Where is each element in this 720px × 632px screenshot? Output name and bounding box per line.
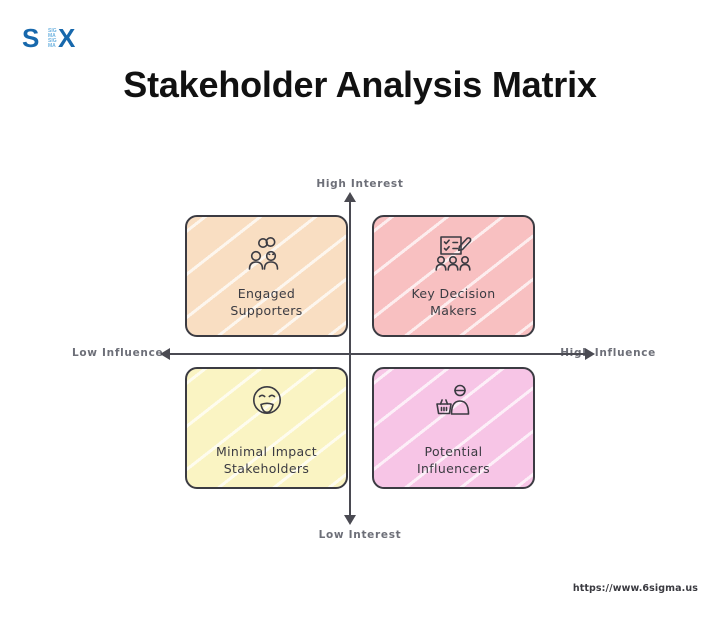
quadrant-key-decision-makers[interactable]: Key Decision Makers (372, 215, 535, 337)
quadrant-label-line1: Minimal Impact (215, 444, 318, 459)
checklist-pen-people-icon (432, 233, 476, 275)
arrow-right-icon (585, 348, 595, 360)
svg-text:SIG: SIG (48, 38, 57, 44)
quadrant-potential-influencers[interactable]: Potential Influencers (372, 367, 535, 489)
svg-text:SIG: SIG (48, 28, 57, 34)
svg-text:MA: MA (48, 33, 56, 39)
shopping-basket-person-icon (433, 381, 475, 423)
axis-label-low-influence: Low Influence (72, 347, 164, 359)
sleeping-face-icon (247, 381, 287, 423)
quadrant-label: Minimal Impact Stakeholders (210, 443, 323, 477)
axis-label-high-influence: High Influence (560, 347, 656, 359)
quadrant-label-line2: Stakeholders (223, 461, 310, 476)
quadrant-label-line1: Key Decision (411, 286, 496, 301)
arrow-left-icon (160, 348, 170, 360)
arrow-up-icon (344, 192, 356, 202)
page-title: Stakeholder Analysis Matrix (123, 64, 597, 105)
quadrant-engaged-supporters[interactable]: Engaged Supporters (185, 215, 348, 337)
quadrant-label-line1: Engaged (237, 286, 296, 301)
footer-url[interactable]: https://www.6sigma.us (572, 583, 698, 594)
quadrant-label-line1: Potential (424, 444, 483, 459)
six-sigma-logo[interactable]: S X SIG MA SIG MA (22, 22, 86, 54)
quadrant-label-line2: Influencers (416, 461, 491, 476)
quadrant-minimal-impact-stakeholders[interactable]: Minimal Impact Stakeholders (185, 367, 348, 489)
logo-letter-x: X (58, 23, 76, 53)
quadrant-label-line2: Makers (430, 303, 477, 318)
quadrant-label: Engaged Supporters (224, 285, 308, 319)
vertical-axis-line (349, 200, 351, 517)
horizontal-axis-line (170, 353, 585, 355)
axis-label-low-interest: Low Interest (318, 529, 402, 541)
logo-sigma-stack: SIG MA SIG MA (48, 28, 57, 49)
quadrant-label: Potential Influencers (411, 443, 496, 477)
stakeholder-analysis-matrix: High Interest Low Interest Low Influence… (60, 170, 660, 545)
two-people-heart-icon (246, 233, 288, 275)
axis-label-high-interest: High Interest (316, 178, 404, 190)
quadrant-label-line2: Supporters (230, 303, 303, 318)
logo-letter-s: S (22, 23, 39, 53)
arrow-down-icon (344, 515, 356, 525)
quadrant-label: Key Decision Makers (405, 285, 501, 319)
svg-text:MA: MA (48, 43, 56, 49)
